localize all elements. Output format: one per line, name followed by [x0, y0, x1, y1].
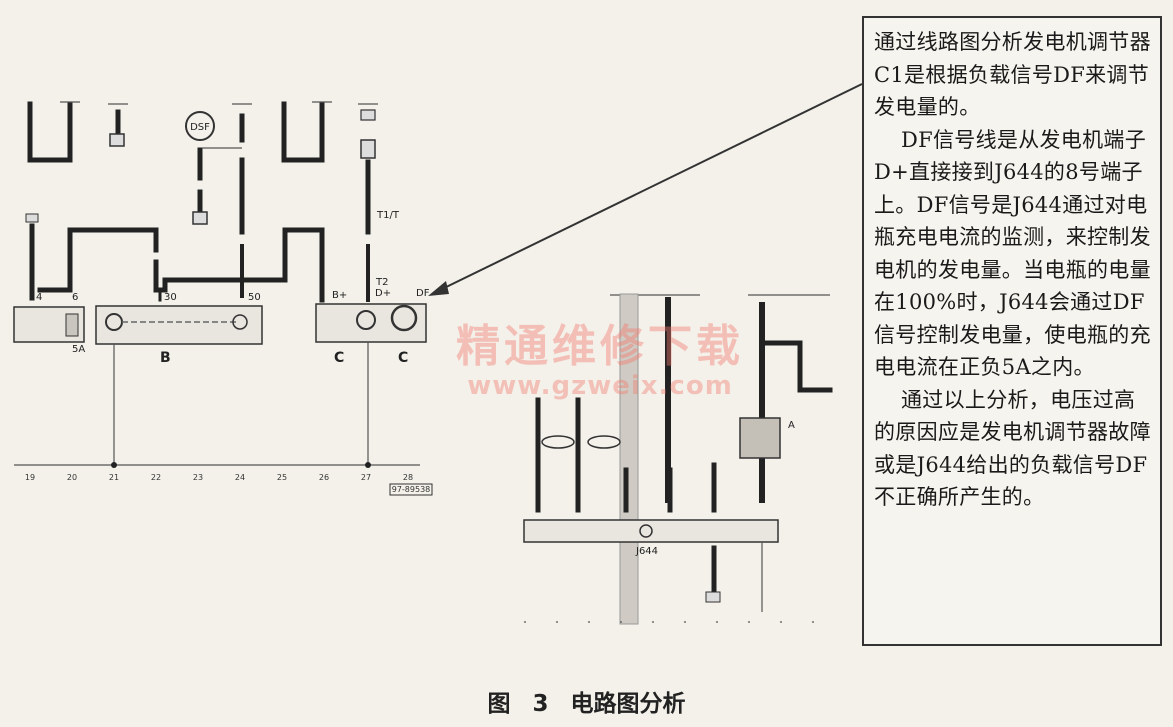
mid-wires	[25, 213, 325, 303]
module-c-label: C	[334, 350, 344, 366]
ground-lines	[14, 342, 420, 468]
svg-text:28: 28	[403, 473, 413, 482]
callout-paragraph-1: 通过线路图分析发电机调节器C1是根据负载信号DF来调节发电量的。	[874, 30, 1151, 119]
callout-arrow	[428, 83, 863, 296]
callout-paragraph-2: DF信号线是从发电机端子D+直接接到J644的8号端子上。DF信号是J644通过…	[874, 127, 1151, 380]
pin-4-label: 4	[36, 292, 42, 303]
pin-dplus-label: D+	[375, 288, 391, 299]
svg-text:21: 21	[109, 473, 119, 482]
module-left-partial: 4 6 5A	[13, 292, 85, 355]
module-b: 30 50 B	[95, 292, 263, 366]
lower-diagram: A J644	[523, 293, 833, 625]
analysis-callout-box: 通过线路图分析发电机调节器C1是根据负载信号DF来调节发电量的。 DF信号线是从…	[862, 16, 1162, 646]
pin-bplus-label: B+	[332, 290, 347, 301]
callout-paragraph-3: 通过以上分析，电压过高的原因应是发电机调节器故障或是J644给出的负载信号DF不…	[874, 387, 1151, 510]
svg-text:22: 22	[151, 473, 161, 482]
svg-text:26: 26	[319, 473, 329, 482]
t1-connector: T1/T T2	[358, 103, 400, 302]
svg-text:27: 27	[361, 473, 371, 482]
module-c1-label: C	[398, 350, 408, 366]
pin-t1-label: T1/T	[376, 210, 400, 221]
dsf-component: DSF	[185, 111, 215, 225]
top-wires	[27, 101, 332, 163]
pin-6-label: 6	[72, 292, 78, 303]
axis-numbers: 19 20 21 22 23 24 25 26 27 28 97-89538	[25, 473, 433, 496]
pin-30-label: 30	[164, 292, 177, 303]
svg-text:19: 19	[25, 473, 35, 482]
module-a-label: A	[788, 420, 795, 431]
figure-caption: 图 3 电路图分析	[487, 691, 686, 717]
svg-text:24: 24	[235, 473, 245, 482]
pin-5a-label: 5A	[72, 344, 85, 355]
svg-text:25: 25	[277, 473, 287, 482]
pin-50-wire	[202, 103, 252, 298]
module-c: B+ D+ DF C C	[315, 288, 430, 366]
pin-50-label: 50	[248, 292, 261, 303]
dsf-label: DSF	[190, 122, 210, 133]
ref-code: 97-89538	[392, 485, 431, 494]
j644-label: J644	[635, 546, 658, 557]
svg-text:20: 20	[67, 473, 77, 482]
svg-text:23: 23	[193, 473, 203, 482]
pin-t2-label: T2	[375, 277, 388, 288]
pin-df-label: DF	[416, 288, 430, 299]
module-b-label: B	[160, 350, 171, 366]
